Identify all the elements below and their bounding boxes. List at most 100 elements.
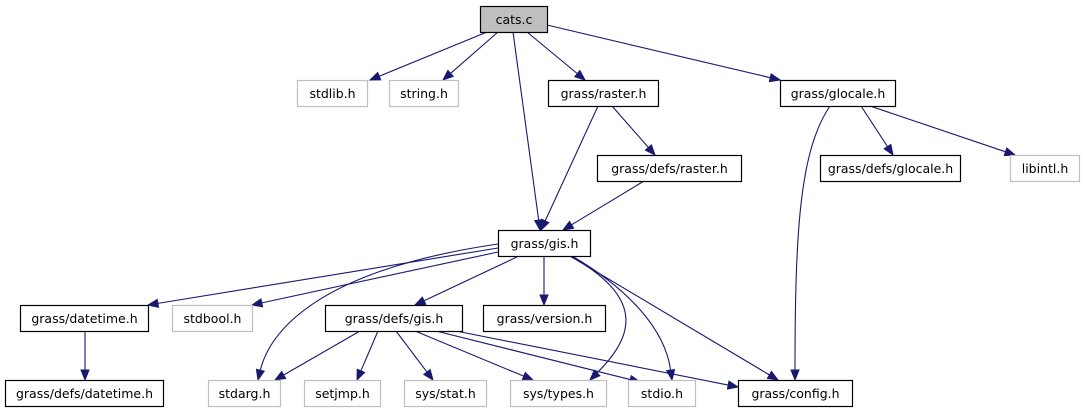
node-grass-version-h[interactable]: grass/version.h	[482, 304, 607, 333]
arrowhead-icon	[146, 298, 160, 308]
node-grass-config-h[interactable]: grass/config.h	[737, 379, 854, 408]
arrowhead-icon	[422, 368, 434, 382]
node-box[interactable]	[737, 379, 854, 408]
edge-cats-c-to-grass-raster-h	[526, 31, 587, 81]
node-box[interactable]	[479, 5, 549, 34]
node-box[interactable]	[4, 379, 165, 408]
edge-grass-defs-gis-h-to-stdarg-h	[273, 330, 361, 381]
edge-line	[360, 330, 379, 372]
arrowhead-icon	[356, 368, 366, 382]
edge-line	[157, 247, 499, 304]
arrowhead-icon	[1003, 147, 1017, 157]
node-label: stdlib.h	[309, 86, 355, 101]
node-label: sys/stat.h	[415, 386, 476, 401]
edge-grass-defs-gis-h-to-stdio-h	[435, 330, 642, 385]
arrowhead-icon	[539, 294, 549, 307]
node-grass-glocale-h[interactable]: grass/glocale.h	[779, 79, 897, 108]
edge-line	[546, 24, 771, 79]
arrowhead-icon	[413, 296, 427, 306]
node-box[interactable]	[547, 79, 660, 108]
arrowhead-icon	[540, 218, 550, 232]
edge-cats-c-to-stdlib-h	[368, 31, 488, 81]
node-cats-c[interactable]: cats.c	[479, 5, 549, 34]
node-label: stdarg.h	[219, 386, 271, 401]
node-box	[171, 304, 254, 333]
node-box	[388, 79, 460, 108]
node-grass-defs-glocale-h[interactable]: grass/defs/glocale.h	[819, 154, 962, 183]
arrowhead-icon	[521, 371, 535, 381]
edge-cats-c-to-grass-gis-h	[512, 31, 544, 232]
arrowhead-icon	[441, 69, 455, 81]
edge-grass-defs-gis-h-to-sys-types-h	[414, 330, 535, 381]
edge-line	[860, 105, 888, 147]
node-grass-defs-raster-h[interactable]: grass/defs/raster.h	[596, 154, 743, 183]
node-box[interactable]	[596, 154, 743, 183]
node-stdlib-h: stdlib.h	[296, 79, 369, 108]
edge-line	[450, 31, 499, 74]
edge-line	[571, 180, 645, 226]
arrowhead-icon	[273, 370, 287, 381]
node-grass-gis-h[interactable]: grass/gis.h	[497, 229, 592, 258]
node-box	[1009, 154, 1081, 183]
node-stdarg-h: stdarg.h	[207, 379, 282, 408]
edge-grass-gis-h-to-grass-version-h	[539, 256, 549, 307]
edge-line	[526, 31, 578, 75]
node-box[interactable]	[819, 154, 962, 183]
node-label: grass/glocale.h	[791, 86, 886, 101]
edge-line	[259, 243, 499, 371]
arrowhead-icon	[766, 370, 780, 381]
arrowhead-icon	[589, 369, 601, 381]
node-setjmp-h: setjmp.h	[303, 379, 382, 408]
arrowhead-icon	[726, 380, 740, 390]
edge-line	[423, 255, 520, 302]
edge-line	[261, 251, 499, 304]
node-sys-stat-h: sys/stat.h	[403, 379, 488, 408]
node-label: grass/defs/gis.h	[345, 311, 444, 326]
node-grass-defs-gis-h[interactable]: grass/defs/gis.h	[324, 304, 464, 333]
node-label: grass/defs/datetime.h	[16, 386, 153, 401]
edge-grass-datetime-h-to-grass-defs-datetime-h	[80, 331, 90, 382]
edge-line	[569, 255, 770, 376]
arrowhead-icon	[573, 69, 587, 81]
node-grass-datetime-h[interactable]: grass/datetime.h	[19, 304, 150, 333]
node-box[interactable]	[779, 79, 897, 108]
node-box[interactable]	[497, 229, 592, 258]
arrowhead-icon	[883, 143, 894, 157]
edge-line	[435, 330, 631, 381]
node-box[interactable]	[19, 304, 150, 333]
node-label: grass/version.h	[497, 311, 593, 326]
node-label: grass/datetime.h	[31, 311, 137, 326]
arrowhead-icon	[665, 368, 676, 382]
node-box[interactable]	[324, 304, 464, 333]
node-box	[207, 379, 282, 408]
arrowhead-icon	[80, 369, 90, 382]
node-box[interactable]	[482, 304, 607, 333]
edge-grass-raster-h-to-grass-gis-h	[540, 105, 599, 232]
node-label: stdio.h	[641, 386, 683, 401]
arrowhead-icon	[561, 220, 575, 231]
node-label: grass/gis.h	[511, 236, 579, 251]
node-grass-raster-h[interactable]: grass/raster.h	[547, 79, 660, 108]
node-label: grass/config.h	[751, 386, 839, 401]
node-sys-types-h: sys/types.h	[509, 379, 608, 408]
edge-grass-gis-h-to-grass-config-h	[569, 255, 780, 381]
edge-grass-gis-h-to-grass-datetime-h	[146, 247, 499, 308]
node-stdbool-h: stdbool.h	[171, 304, 254, 333]
arrowhead-icon	[250, 298, 264, 308]
node-grass-defs-datetime-h[interactable]: grass/defs/datetime.h	[4, 379, 165, 408]
edge-grass-gis-h-to-stdbool-h	[250, 251, 499, 308]
edge-grass-defs-gis-h-to-grass-config-h	[445, 328, 740, 390]
edge-grass-glocale-h-to-grass-config-h	[790, 105, 831, 382]
node-box	[303, 379, 382, 408]
node-label: sys/types.h	[523, 386, 594, 401]
edge-line	[283, 330, 361, 376]
node-box	[296, 79, 369, 108]
edge-line	[445, 328, 729, 386]
edge-line	[544, 105, 599, 222]
node-stdio-h: stdio.h	[627, 379, 697, 408]
node-label: grass/raster.h	[561, 86, 647, 101]
edge-cats-c-to-grass-glocale-h	[546, 24, 782, 83]
arrowhead-icon	[644, 143, 656, 157]
node-box	[509, 379, 608, 408]
node-label: setjmp.h	[315, 386, 370, 401]
